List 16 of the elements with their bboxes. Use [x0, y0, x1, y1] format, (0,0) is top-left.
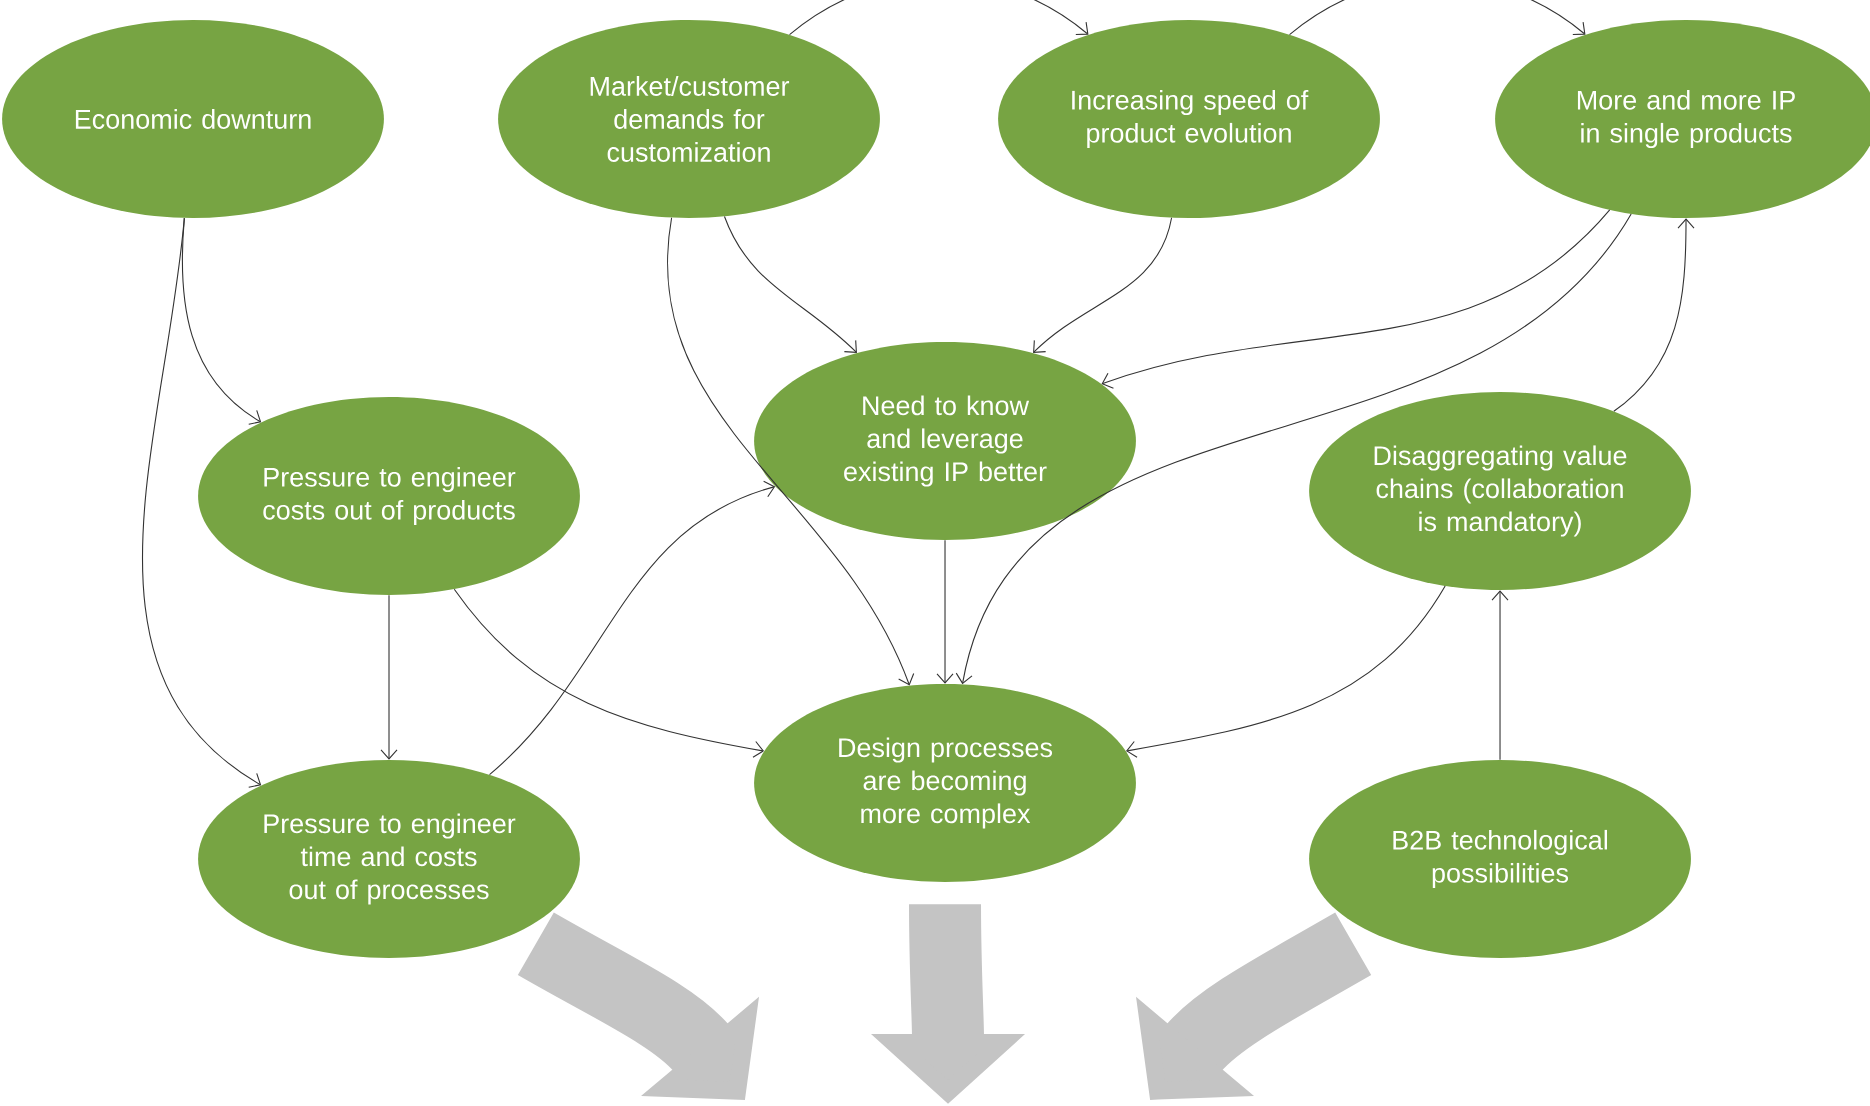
arrow — [1125, 585, 1446, 758]
arrow — [1101, 209, 1611, 389]
arrow — [723, 215, 857, 353]
big-arrow — [518, 912, 759, 1100]
arrow — [1613, 218, 1695, 412]
arrow — [142, 217, 262, 788]
arrow — [489, 480, 776, 776]
arrow — [666, 217, 915, 686]
arrow — [955, 213, 1632, 685]
arrow — [1491, 590, 1509, 761]
arrow — [1289, 0, 1586, 36]
arrow — [789, 0, 1089, 36]
arrow — [1033, 217, 1173, 353]
arrow — [380, 594, 398, 760]
arrow — [936, 539, 954, 684]
arrow — [453, 588, 765, 758]
